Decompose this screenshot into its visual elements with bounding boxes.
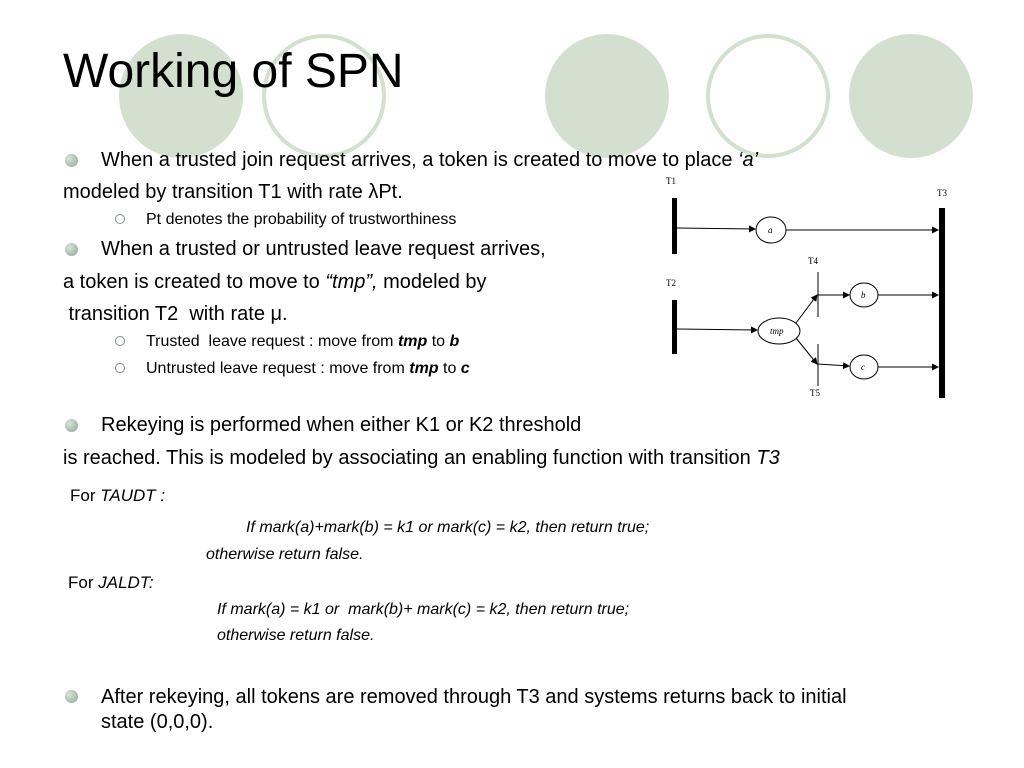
text: modeled by: [377, 271, 487, 293]
arc-t5-c: [817, 362, 850, 370]
place-tmp: “tmp”,: [325, 271, 378, 293]
slide-title: Working of SPN: [63, 45, 404, 98]
arc-t2-tmp: [676, 326, 758, 334]
place-c-label: c: [861, 362, 865, 372]
for-taudt-label: For TAUDT :: [70, 486, 165, 506]
place-a-label: a: [768, 225, 773, 235]
jaldt-code-line-2: otherwise return false.: [217, 627, 375, 644]
bullet-3-line-2: is reached. This is modeled by associati…: [63, 446, 780, 470]
text: When a trusted join request arrives, a t…: [101, 149, 738, 171]
decor-circle-filled: [545, 34, 669, 158]
sub-bullet-icon: [115, 363, 125, 373]
arc-t1-a: [676, 225, 756, 233]
transition-t3: T3: [756, 447, 780, 469]
bullet-4-line-1: After rekeying, all tokens are removed t…: [101, 686, 847, 708]
place-tmp: [757, 317, 801, 345]
decor-circle-filled: [849, 34, 973, 158]
text: For: [68, 573, 99, 592]
bullet-icon: [65, 690, 78, 703]
place-tmp: tmp: [409, 360, 439, 377]
bullet-1-line-1: When a trusted join request arrives, a t…: [101, 148, 758, 172]
label-t5: T5: [810, 388, 820, 398]
bullet-icon: [65, 154, 78, 167]
transition-t2: [672, 300, 677, 354]
text: is reached. This is modeled by associati…: [63, 447, 757, 469]
label-t1: T1: [666, 176, 676, 186]
bullet-3-line-1: Rekeying is performed when either K1 or …: [101, 414, 582, 436]
text: to: [438, 360, 461, 377]
taudt-code-line-1: If mark(a)+mark(b) = k1 or mark(c) = k2,…: [246, 519, 650, 536]
jaldt-name: JALDT:: [98, 573, 154, 592]
for-jaldt-label: For JALDT:: [68, 573, 154, 593]
bullet-icon: [65, 419, 78, 432]
taudt-name: TAUDT :: [100, 486, 166, 505]
text: Trusted leave request : move from: [146, 333, 398, 350]
place-tmp: tmp: [397, 333, 428, 350]
place-c: c: [460, 360, 470, 377]
jaldt-code-line-1: If mark(a) = k1 or mark(b)+ mark(c) = k2…: [217, 601, 630, 618]
decor-circle-filled: [119, 34, 243, 158]
bullet-icon: [65, 243, 78, 256]
decorative-circles: [119, 34, 973, 158]
taudt-code-line-2: otherwise return false.: [206, 546, 364, 563]
text: Untrusted leave request : move from: [146, 360, 410, 377]
arc-tmp-t4: [795, 294, 818, 324]
place-b: b: [449, 333, 460, 350]
place-a: ‘a’: [738, 149, 759, 171]
bullet-1-sub: Pt denotes the probability of trustworth…: [146, 211, 457, 228]
place-tmp-label: tmp: [770, 326, 784, 336]
label-t3: T3: [937, 188, 947, 198]
arc-tmp-t5: [795, 337, 818, 365]
bullet-2-sub-2: Untrusted leave request : move from tmp …: [146, 359, 470, 379]
place-b-label: b: [861, 290, 866, 300]
label-t4: T4: [808, 256, 818, 266]
bullet-2-line-1: When a trusted or untrusted leave reques…: [101, 238, 546, 260]
sub-bullet-icon: [115, 336, 125, 346]
petri-net-diagram: T1 T3 T4 T2 T5 a tmp b c: [666, 176, 947, 398]
text: For: [70, 486, 101, 505]
decor-circle-ring: [706, 34, 830, 158]
bullet-2-sub-1: Trusted leave request : move from tmp to…: [146, 332, 459, 352]
text: to: [427, 333, 450, 350]
label-t2: T2: [666, 278, 676, 288]
bullet-4-line-2: state (0,0,0).: [101, 711, 214, 733]
bullet-2-line-3: transition T2 with rate μ.: [63, 303, 288, 325]
sub-bullet-icon: [115, 214, 125, 224]
bullet-2-line-2: a token is created to move to “tmp”, mod…: [63, 270, 487, 294]
decor-circle-ring: [262, 34, 386, 158]
bullet-1-line-2: modeled by transition T1 with rate λPt.: [63, 181, 403, 203]
transition-t3: [939, 208, 945, 398]
text: a token is created to move to: [63, 271, 326, 293]
transition-t1: [672, 198, 677, 254]
